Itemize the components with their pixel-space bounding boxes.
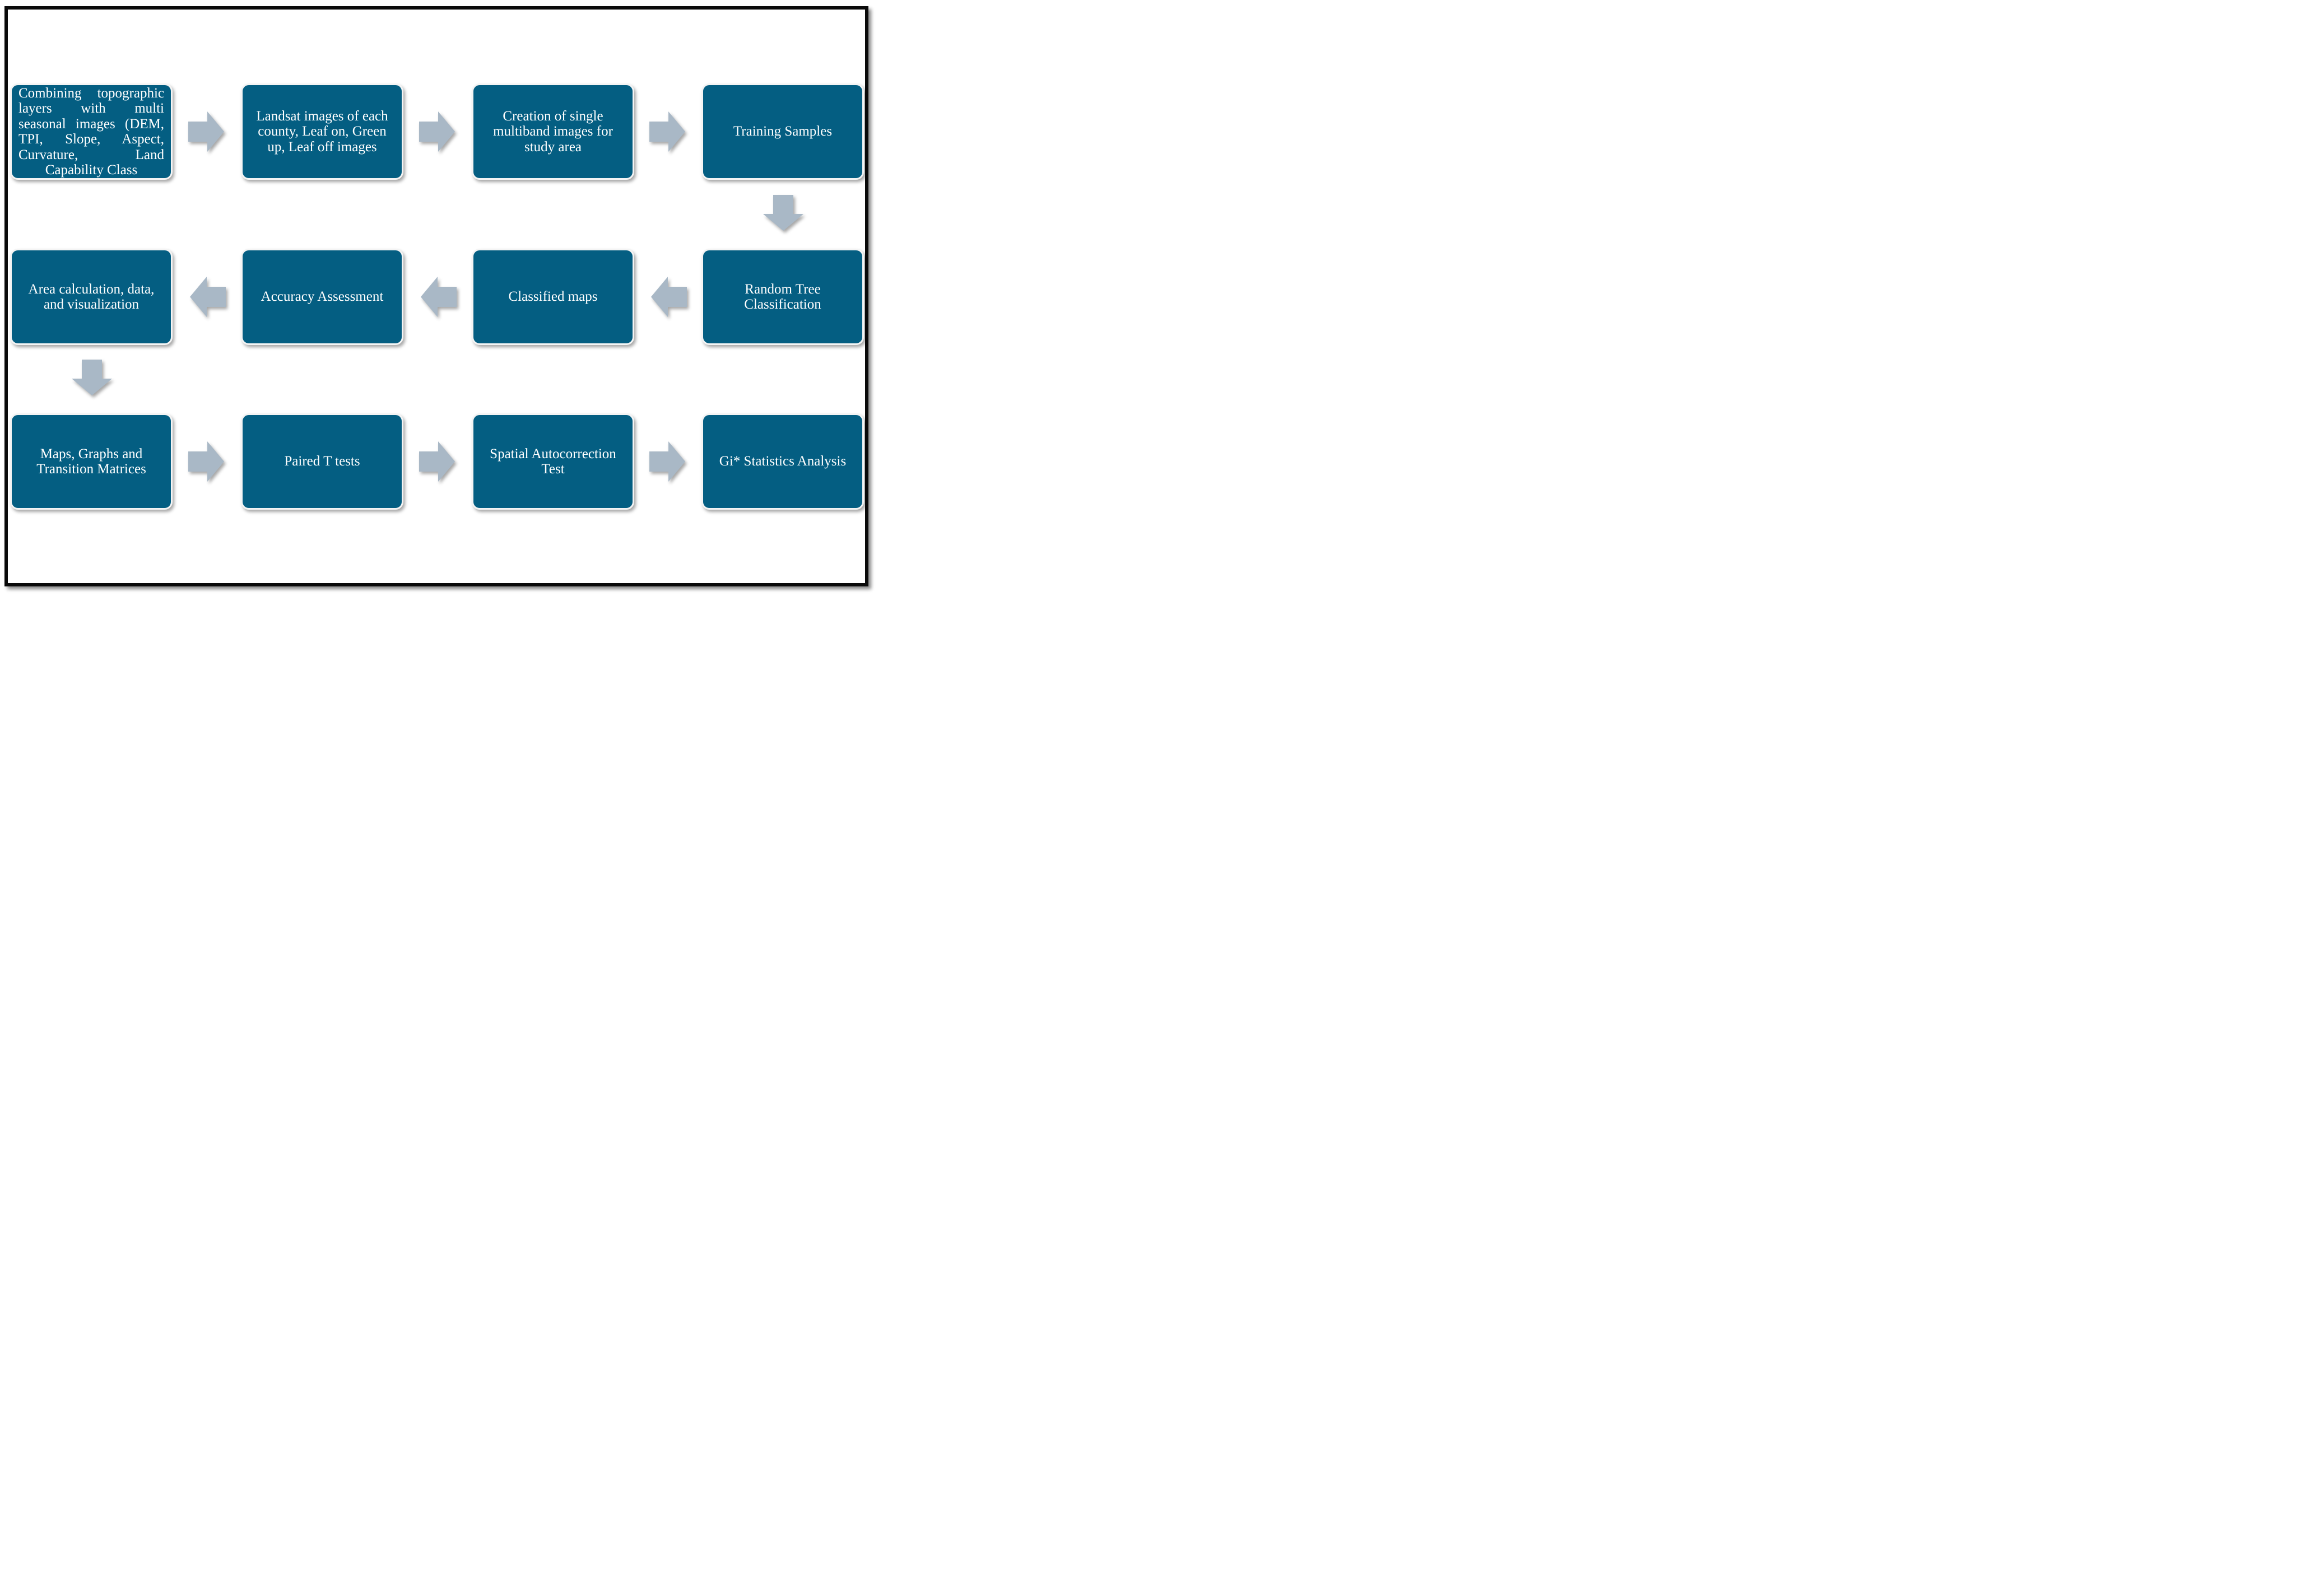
- node-paired-t-tests: Paired T tests: [241, 413, 403, 510]
- node-label: Landsat images of each county, Leaf on, …: [256, 108, 388, 155]
- node-label: Area calculation, data, and visualizatio…: [28, 281, 155, 313]
- node-label: Maps, Graphs and Transition Matrices: [36, 446, 146, 477]
- node-landsat-images: Landsat images of each county, Leaf on, …: [241, 83, 403, 180]
- node-label: Random Tree Classification: [744, 281, 821, 313]
- node-area-calculation: Area calculation, data, and visualizatio…: [10, 249, 173, 345]
- node-label: Classified maps: [508, 289, 598, 305]
- arrow-right-icon: [419, 111, 455, 152]
- node-label: Combining topographic layers with multi …: [18, 85, 164, 178]
- node-accuracy-assessment: Accuracy Assessment: [241, 249, 403, 345]
- node-training-samples: Training Samples: [701, 83, 864, 180]
- node-label: Creation of single multiband images for …: [493, 108, 613, 155]
- arrow-down-icon: [72, 360, 112, 395]
- node-spatial-autocorrection-test: Spatial Autocorrection Test: [472, 413, 634, 510]
- node-classified-maps: Classified maps: [472, 249, 634, 345]
- node-label: Gi* Statistics Analysis: [719, 454, 847, 469]
- node-label: Spatial Autocorrection Test: [490, 446, 616, 477]
- node-label: Accuracy Assessment: [261, 289, 384, 305]
- node-maps-graphs-matrices: Maps, Graphs and Transition Matrices: [10, 413, 173, 510]
- arrow-left-icon: [421, 277, 457, 317]
- arrow-left-icon: [651, 277, 687, 317]
- arrow-right-icon: [649, 441, 685, 482]
- node-gi-statistics-analysis: Gi* Statistics Analysis: [701, 413, 864, 510]
- arrow-right-icon: [188, 441, 224, 482]
- node-label: Training Samples: [733, 124, 833, 139]
- node-label: Paired T tests: [284, 454, 360, 469]
- arrow-down-icon: [763, 195, 803, 231]
- arrow-right-icon: [188, 111, 224, 152]
- node-combining-topographic-layers: Combining topographic layers with multi …: [10, 83, 173, 180]
- arrow-right-icon: [649, 111, 685, 152]
- node-random-tree-classification: Random Tree Classification: [701, 249, 864, 345]
- node-creation-multiband-images: Creation of single multiband images for …: [472, 83, 634, 180]
- arrow-left-icon: [190, 277, 226, 317]
- arrow-right-icon: [419, 441, 455, 482]
